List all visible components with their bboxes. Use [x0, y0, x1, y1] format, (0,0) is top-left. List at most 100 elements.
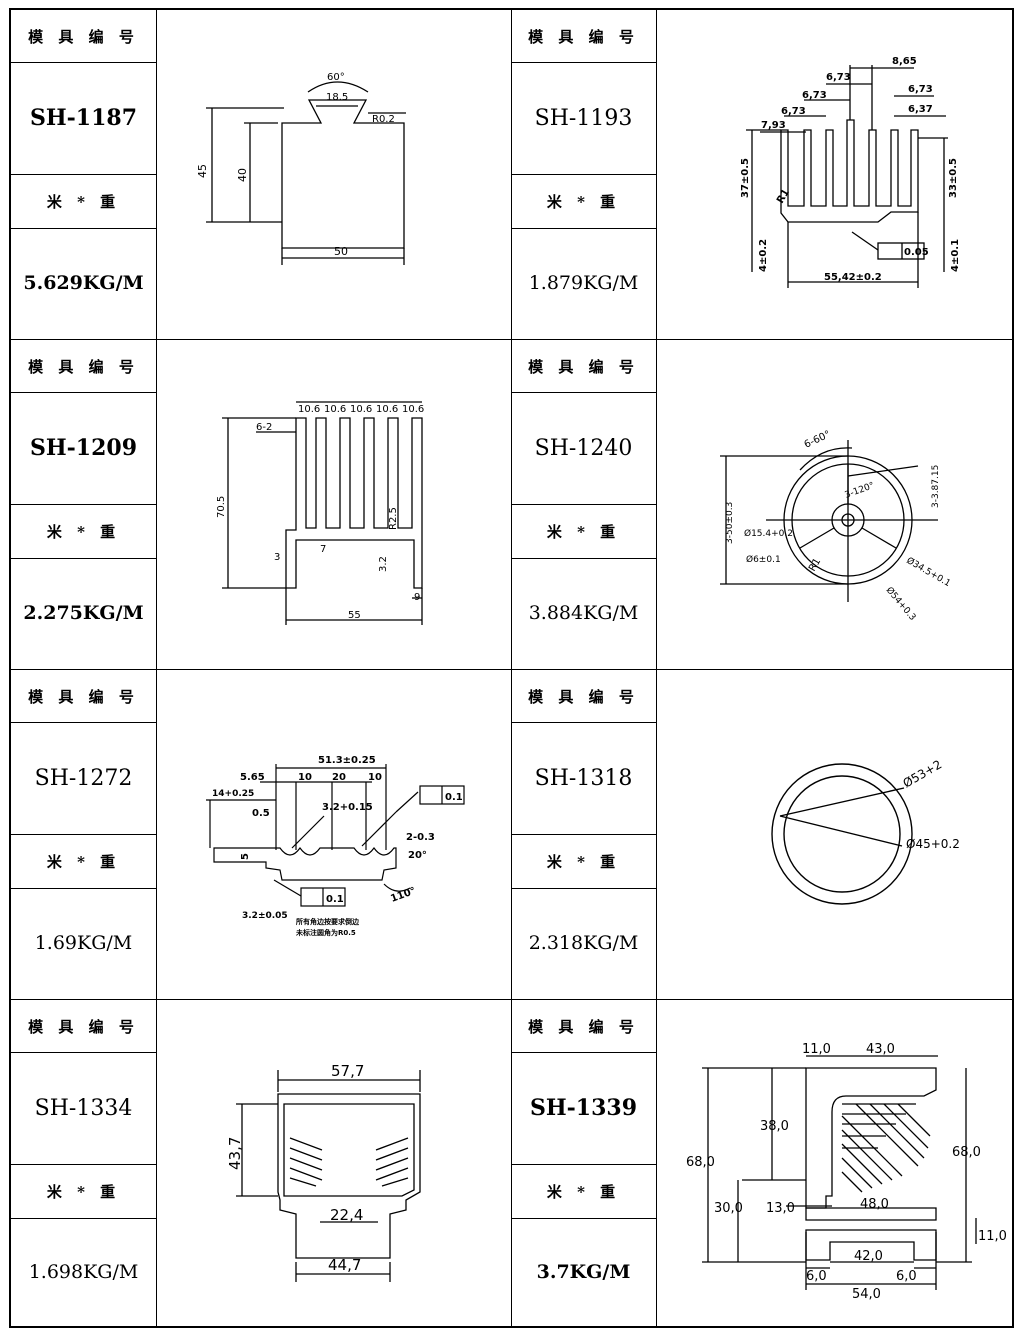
- dim-height: 70.5: [216, 496, 227, 518]
- grid-line: [11, 669, 1012, 670]
- dim-r: R2.5: [388, 507, 399, 530]
- dim-width: 55: [348, 610, 361, 621]
- mold-code: SH-1339: [529, 1095, 638, 1121]
- dim-c: 38,0: [760, 1119, 789, 1134]
- dim-bottom: 44,7: [328, 1256, 361, 1274]
- dim-h-left: 37±0.5: [740, 158, 751, 198]
- mold-code: SH-1318: [534, 765, 633, 791]
- dim-mid: 22,4: [330, 1206, 363, 1224]
- dim-d5: 6,73: [908, 84, 933, 95]
- profile-drawing-sh1187: 60° 18.5 R0.2 45 40 50: [156, 10, 511, 338]
- grid-line: [511, 558, 656, 559]
- dim-h: 2-0.3: [406, 832, 435, 843]
- dim-a: 5.65: [240, 772, 265, 783]
- dim-b: 43,0: [866, 1042, 895, 1057]
- weight-value: 1.879KG/M: [528, 272, 639, 294]
- grid-line: [156, 10, 157, 1326]
- mold-no-label: 模 具 编 号: [528, 27, 639, 46]
- dim-j: 5: [240, 853, 251, 860]
- grid-line: [511, 10, 512, 1326]
- dim-h: 48,0: [860, 1197, 889, 1212]
- weight-value: 1.69KG/M: [34, 932, 133, 954]
- dim-h: Ø54+0.3: [884, 585, 918, 623]
- dim-k: 6,0: [806, 1269, 827, 1284]
- dim-e: Ø15.4+0.2: [744, 528, 793, 539]
- grid-line: [511, 392, 656, 393]
- dim-f: 0.5: [252, 808, 270, 819]
- dim-base-left: 4±0.2: [758, 239, 769, 272]
- grid-line: [11, 174, 156, 175]
- weight-label: 米 * 重: [46, 522, 121, 541]
- mold-no-label: 模 具 编 号: [28, 357, 139, 376]
- dim-base-right: 4±0.1: [950, 239, 961, 272]
- dim-a: 11,0: [802, 1042, 831, 1057]
- dim-d: 10: [368, 772, 382, 783]
- dim-d7: 6,37: [908, 104, 933, 115]
- dim-tol: 0.05: [904, 247, 929, 258]
- catalog-row-1: 模 具 编 号 SH-1187 米 * 重 5.629KG/M 60° 18.5: [11, 10, 1012, 338]
- weight-label: 米 * 重: [46, 1182, 121, 1201]
- dim-f: Ø6±0.1: [746, 554, 781, 565]
- dim-tol2: 0.1: [326, 894, 344, 905]
- weight-label: 米 * 重: [546, 522, 621, 541]
- grid-line: [511, 1164, 656, 1165]
- dim-m: 54,0: [852, 1287, 881, 1302]
- catalog-row-4: 模 具 编 号 SH-1334 米 * 重 1.698KG/M: [11, 1000, 1012, 1326]
- dim-g: Ø34.5+0.1: [905, 555, 953, 589]
- dim-f2: 10.6: [324, 404, 346, 415]
- mold-code: SH-1272: [34, 765, 133, 791]
- grid-line: [511, 722, 656, 723]
- note-1: 所有角边按要求倒边: [296, 917, 360, 926]
- mold-code: SH-1209: [29, 435, 138, 461]
- dim-f: 30,0: [714, 1201, 743, 1216]
- grid-line: [11, 1218, 156, 1219]
- dim-top: 18.5: [326, 92, 348, 103]
- dim-g: 3.2+0.15: [322, 802, 373, 813]
- mold-no-label: 模 具 编 号: [28, 1017, 139, 1036]
- weight-label: 米 * 重: [546, 852, 621, 871]
- profile-drawing-sh1240: 6-60° 3-120° 3-3.87.15 3-50±0.3 Ø15.4+0.…: [656, 340, 1012, 668]
- dim-height: 43,7: [226, 1137, 244, 1170]
- catalog-row-2: 模 具 编 号 SH-1209 米 * 重 2.275KG/M 10.6 10.…: [11, 340, 1012, 668]
- grid-line: [11, 1052, 156, 1053]
- grid-line: [511, 1218, 656, 1219]
- profile-drawing-sh1339: 11,0 43,0 38,0 68,0 68,0 30,0 13,0 48,0 …: [656, 1000, 1012, 1326]
- weight-value: 3.7KG/M: [536, 1261, 631, 1283]
- grid-line: [11, 558, 156, 559]
- dim-g: 13,0: [766, 1201, 795, 1216]
- dim-inner: Ø45+0.2: [906, 837, 960, 851]
- grid-line: [11, 722, 156, 723]
- dim-d4: 6,73: [781, 106, 806, 117]
- dim-d3: 6,73: [802, 90, 827, 101]
- catalog-row-3: 模 具 编 号 SH-1272 米 * 重 1.69KG/M: [11, 670, 1012, 998]
- weight-label: 米 * 重: [546, 192, 621, 211]
- dim-d: 68,0: [686, 1155, 715, 1170]
- dim-angle: 110°: [389, 886, 417, 905]
- dim-l: 6,0: [896, 1269, 917, 1284]
- dim-width: 50: [334, 245, 348, 258]
- mold-no-label: 模 具 编 号: [528, 1017, 639, 1036]
- dim-b: 10: [298, 772, 312, 783]
- mold-no-label: 模 具 编 号: [528, 357, 639, 376]
- dim-i: 11,0: [978, 1229, 1007, 1244]
- profile-drawing-sh1334: 57,7 43,7 22,4 44,7: [156, 1000, 511, 1326]
- dim-gap: 6-2: [256, 422, 272, 433]
- grid-line: [11, 339, 1012, 340]
- dim-c: 3-3.87.15: [931, 465, 941, 508]
- dim-outer: Ø53+2: [901, 757, 945, 790]
- profile-drawing-sh1193: 8,65 6,73 6,73 6,73 7,93 6,73 6,37 37±0.…: [656, 10, 1012, 338]
- mold-code: SH-1334: [34, 1095, 133, 1121]
- grid-line: [511, 62, 656, 63]
- grid-line: [11, 999, 1012, 1000]
- grid-line: [11, 228, 156, 229]
- weight-value: 2.318KG/M: [528, 932, 639, 954]
- grid-line: [11, 888, 156, 889]
- grid-line: [11, 504, 156, 505]
- dim-c: 20: [332, 772, 346, 783]
- grid-line: [11, 62, 156, 63]
- dim-d32: 3.2: [378, 556, 389, 572]
- catalog-sheet: 模 具 编 号 SH-1187 米 * 重 5.629KG/M 60° 18.5: [9, 8, 1014, 1328]
- dim-d3: 3: [274, 552, 280, 563]
- dim-a: 6-60°: [803, 429, 833, 451]
- dim-j: 42,0: [854, 1249, 883, 1264]
